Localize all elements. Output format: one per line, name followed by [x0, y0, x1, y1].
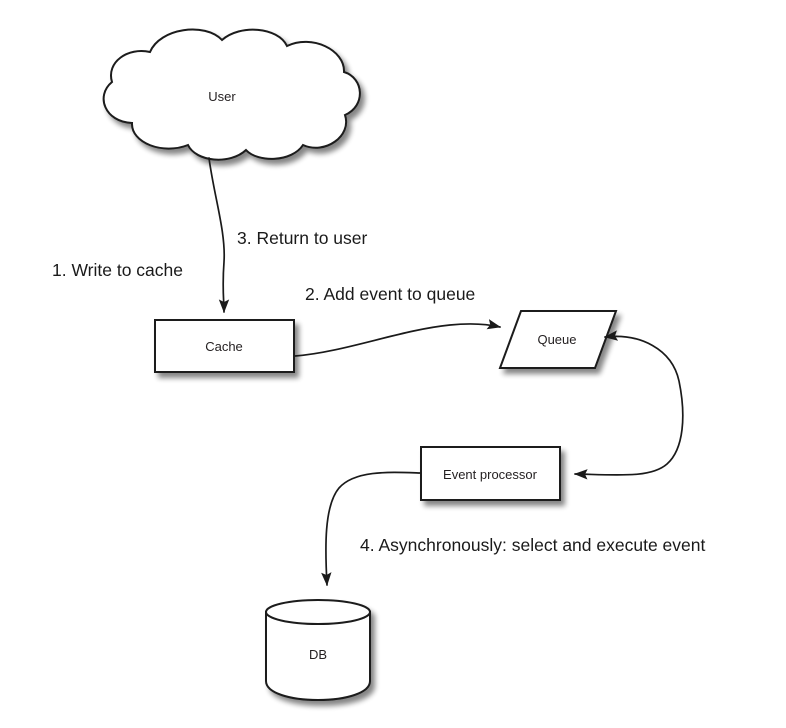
cache-box-shape: [154, 319, 295, 373]
step-label-3: 3. Return to user: [237, 228, 368, 248]
event-processor-box-shape: [420, 446, 561, 501]
step-label-4: 4. Asynchronously: select and execute ev…: [360, 535, 705, 555]
cloud-shape: [102, 28, 361, 161]
node-event-processor[interactable]: [420, 446, 561, 501]
node-db-label: DB: [309, 647, 327, 662]
edge-user-to-cache: [208, 157, 230, 314]
edge-event-processor-to-db: [321, 471, 421, 587]
step-label-1: 1. Write to cache: [52, 260, 183, 280]
node-event-processor-label: Event processor: [443, 467, 538, 482]
node-queue-label: Queue: [537, 332, 576, 347]
edge-queue-event-processor-loop: [573, 330, 684, 480]
step-label-2: 2. Add event to queue: [305, 284, 475, 304]
db-cylinder-body: [265, 611, 371, 702]
edge-cache-to-queue: [294, 319, 501, 357]
node-user-label: User: [208, 89, 236, 104]
node-cache[interactable]: [154, 319, 295, 373]
node-cache-label: Cache: [205, 339, 243, 354]
node-user[interactable]: [102, 28, 361, 161]
db-cylinder-top: [265, 599, 371, 625]
node-db[interactable]: [265, 599, 371, 702]
